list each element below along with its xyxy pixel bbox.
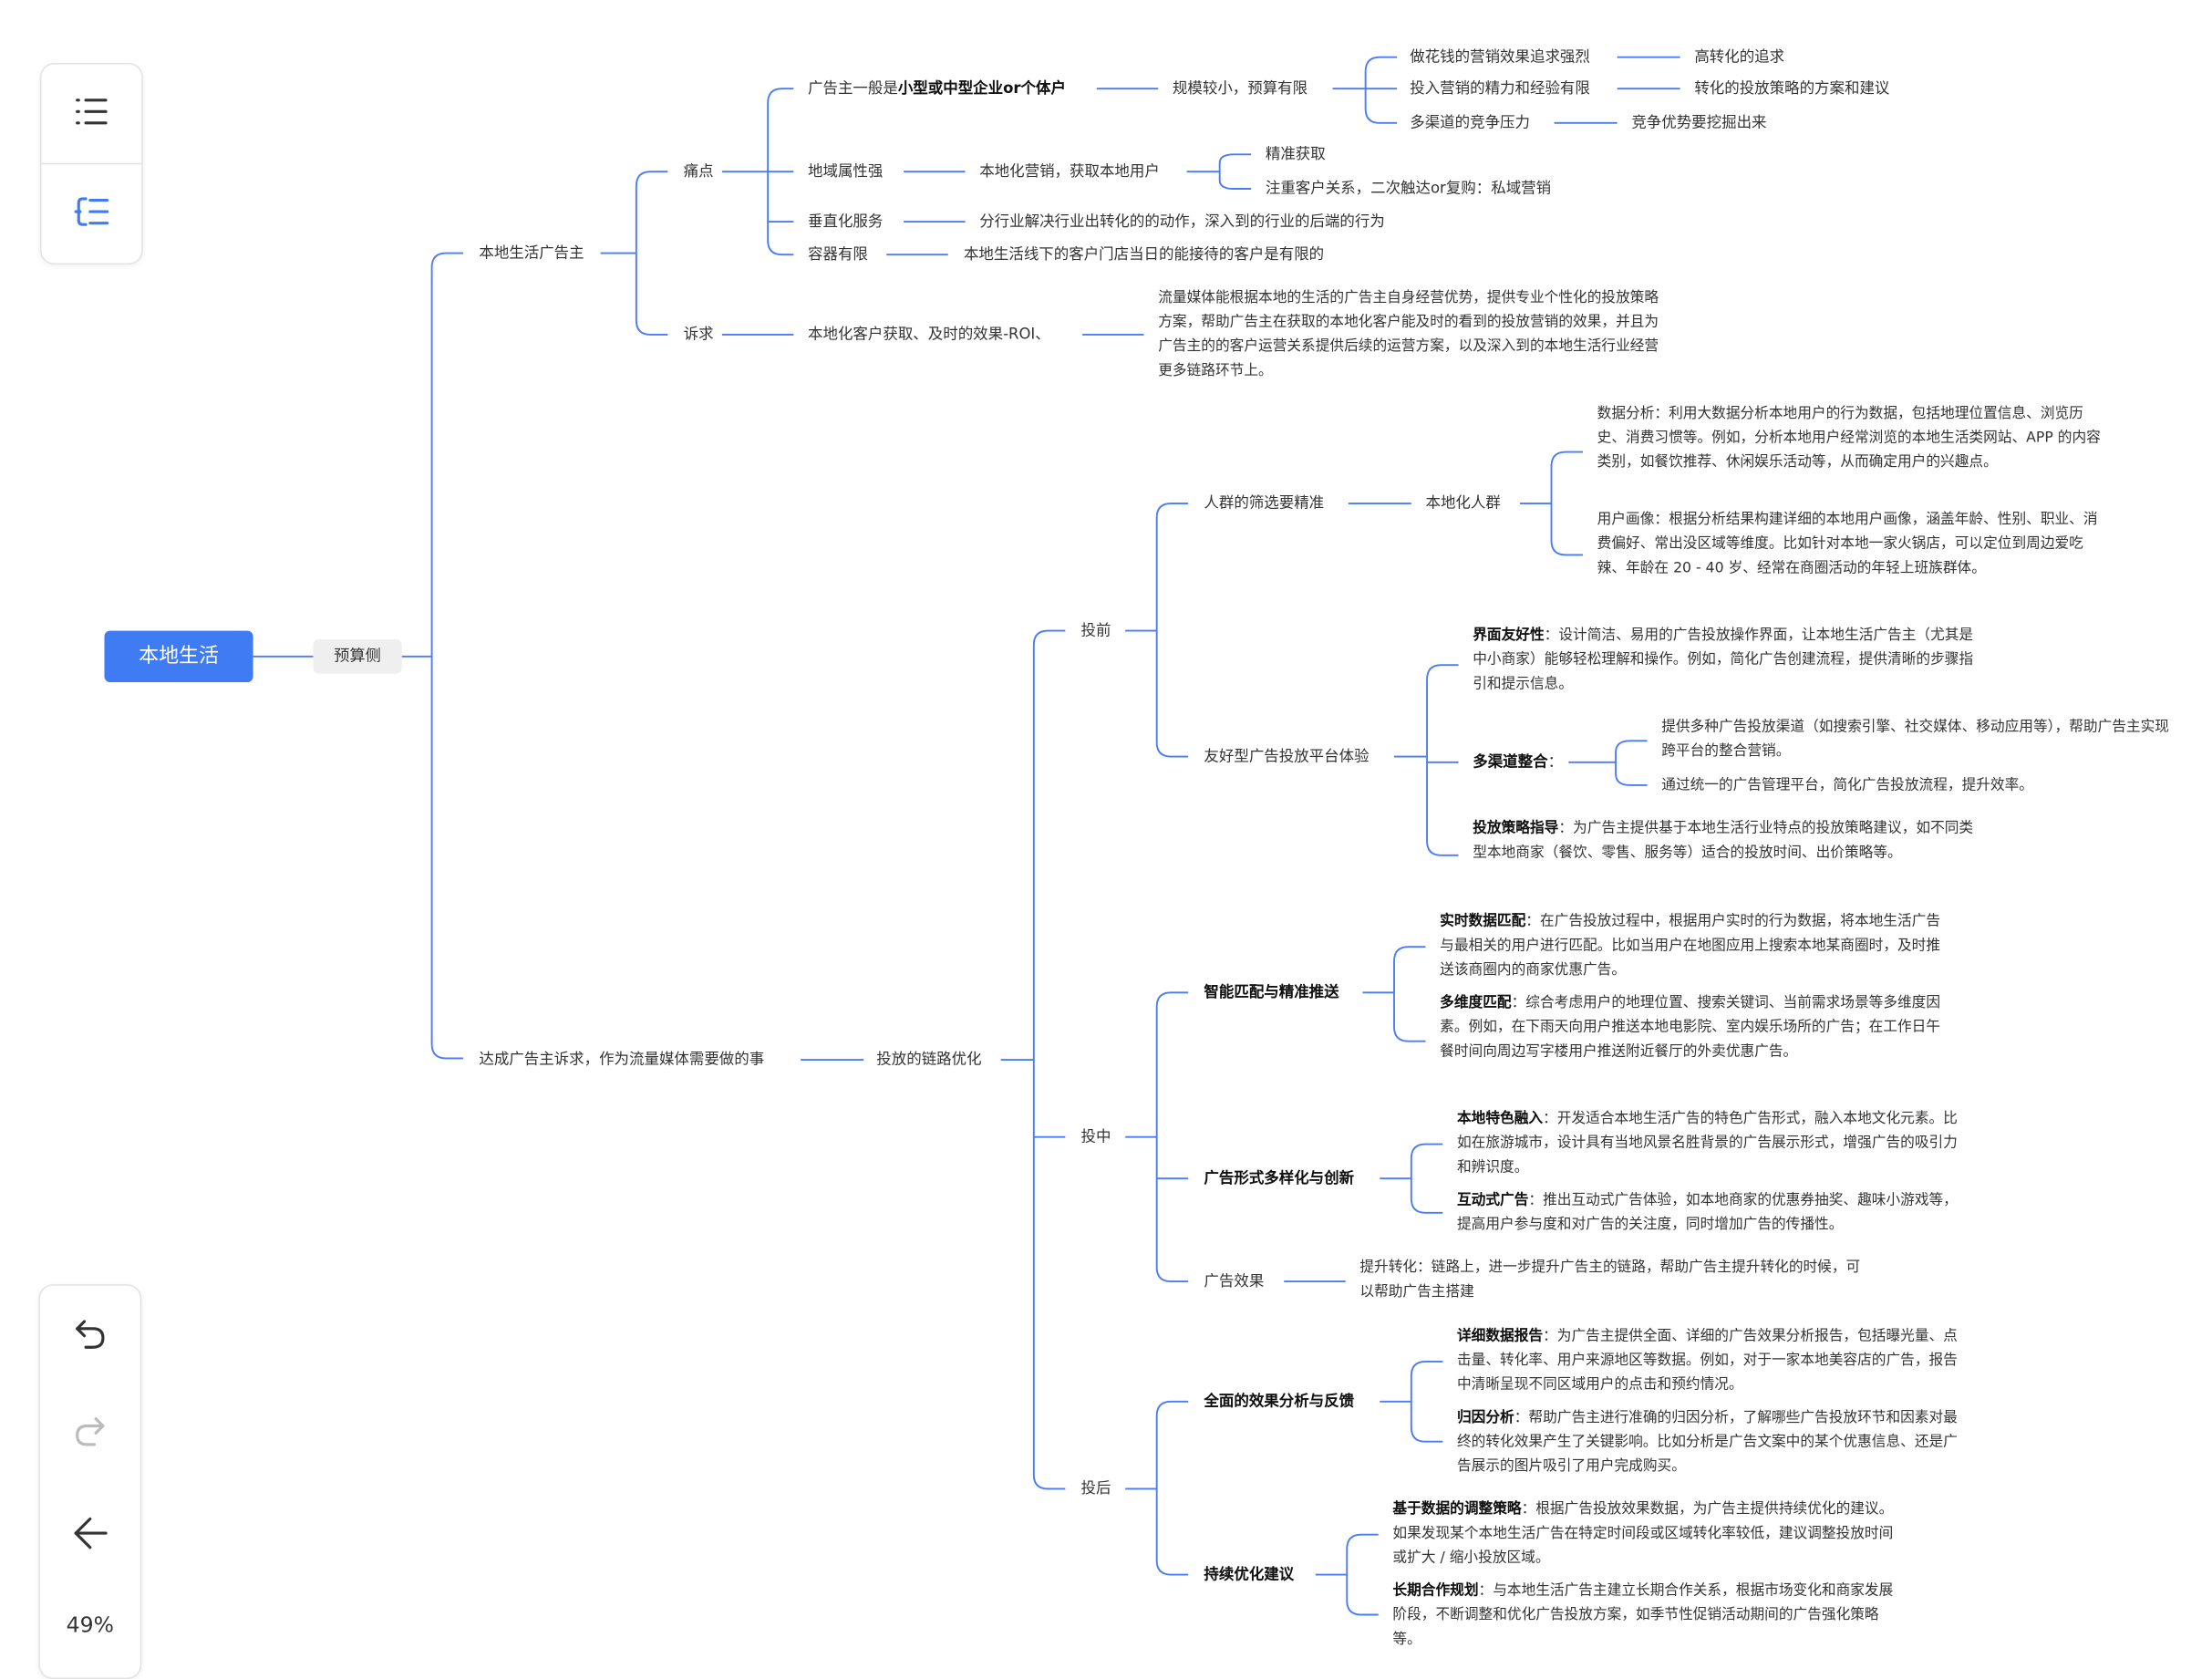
structure-button[interactable] bbox=[41, 164, 141, 263]
optimization-title: 持续优化建议 bbox=[1204, 1566, 1295, 1583]
local-feature-node[interactable]: 本地特色融入：开发适合本地生活广告的特色广告形式，融入本地文化元素。比如在旅游城… bbox=[1456, 1106, 1965, 1180]
user-portrait-node[interactable]: 用户画像：根据分析结果构建详细的本地用户画像，涵盖年龄、性别、职业、消费偏好、常… bbox=[1597, 507, 2105, 581]
redo-icon bbox=[71, 1413, 109, 1456]
vertical-service-detail[interactable]: 分行业解决行业出转化的的动作，深入到的行业的后端的行为 bbox=[979, 212, 1385, 233]
strategy-advice-node[interactable]: 转化的投放策略的方案和建议 bbox=[1694, 78, 1890, 99]
realtime-match-bold: 实时数据匹配 bbox=[1440, 914, 1526, 930]
realtime-match-node[interactable]: 实时数据匹配：在广告投放过程中，根据用户实时的行为数据，将本地生活广告与最相关的… bbox=[1440, 909, 1948, 983]
ui-friendly-text: ：设计简洁、易用的广告投放操作界面，让本地生活广告主（尤其是中小商家）能够轻松理… bbox=[1473, 627, 1974, 693]
effect-analysis-node[interactable]: 全面的效果分析与反馈 bbox=[1204, 1391, 1355, 1412]
undo-button[interactable] bbox=[40, 1309, 140, 1366]
attribution-bold: 归因分析 bbox=[1456, 1410, 1514, 1426]
zoom-level[interactable]: 49% bbox=[66, 1612, 114, 1638]
customer-relation-node[interactable]: 注重客户关系，二次触达or复购：私域营销 bbox=[1265, 179, 1552, 199]
ui-friendly-bold: 界面友好性 bbox=[1473, 627, 1545, 644]
realtime-match-text: ：在广告投放过程中，根据用户实时的行为数据，将本地生活广告与最相关的用户进行匹配… bbox=[1440, 914, 1941, 979]
multichannel-pressure-node[interactable]: 多渠道的竞争压力 bbox=[1410, 112, 1530, 133]
data-report-node[interactable]: 详细数据报告：为广告主提供全面、详细的广告效果分析报告，包括曝光量、点击量、转化… bbox=[1456, 1324, 1965, 1398]
root-node[interactable]: 本地生活 bbox=[104, 630, 253, 683]
data-report-bold: 详细数据报告 bbox=[1456, 1328, 1544, 1345]
list-icon bbox=[73, 94, 110, 134]
multichannel-node[interactable]: 多渠道整合： bbox=[1473, 751, 1564, 772]
data-report-text: ：为广告主提供全面、详细的广告效果分析报告，包括曝光量、点击量、转化率、用户来源… bbox=[1456, 1328, 1958, 1394]
attribution-text: ：帮助广告主进行准确的归因分析，了解哪些广告投放环节和因素对最终的转化效果产生了… bbox=[1456, 1410, 1958, 1475]
long-term-bold: 长期合作规划 bbox=[1392, 1582, 1479, 1600]
demand-item-node[interactable]: 本地化客户获取、及时的效果-ROI、 bbox=[808, 324, 1050, 345]
strategy-guide-bold: 投放策略指导 bbox=[1473, 821, 1559, 837]
effect-analysis-title: 全面的效果分析与反馈 bbox=[1204, 1393, 1355, 1411]
local-feature-text: ：开发适合本地生活广告的特色广告形式，融入本地文化元素。比如在旅游城市，设计具有… bbox=[1456, 1111, 1958, 1176]
in-flight-node[interactable]: 投中 bbox=[1080, 1126, 1111, 1147]
crowd-targeting-node[interactable]: 人群的筛选要精准 bbox=[1204, 493, 1325, 513]
multichannel-colon: ： bbox=[1547, 753, 1564, 772]
ad-effect-detail[interactable]: 提升转化：链路上，进一步提升广告主的链路，帮助广告主提升转化的时候，可以帮助广告… bbox=[1359, 1255, 1868, 1305]
marketing-effect-node[interactable]: 做花钱的营销效果追求强烈 bbox=[1410, 47, 1590, 67]
attribution-node[interactable]: 归因分析：帮助广告主进行准确的归因分析，了解哪些广告投放环节和因素对最终的转化效… bbox=[1456, 1405, 1965, 1479]
precise-acquisition-node[interactable]: 精准获取 bbox=[1265, 144, 1326, 165]
strategy-guide-node[interactable]: 投放策略指导：为广告主提供基于本地生活行业特点的投放策略建议，如不同类型本地商家… bbox=[1473, 816, 1980, 865]
multichannel-item-1[interactable]: 提供多种广告投放渠道（如搜索引擎、社交媒体、移动应用等），帮助广告主实现跨平台的… bbox=[1661, 715, 2169, 764]
chain-optimization-node[interactable]: 投放的链路优化 bbox=[876, 1050, 982, 1071]
multi-dimension-match-node[interactable]: 多维度匹配：综合考虑用户的地理位置、搜索关键词、当前需求场景等多维度因素。例如，… bbox=[1440, 990, 1948, 1064]
advertiser-node[interactable]: 本地生活广告主 bbox=[479, 243, 584, 264]
pain-point-node[interactable]: 痛点 bbox=[683, 161, 714, 182]
interactive-ad-bold: 互动式广告 bbox=[1456, 1192, 1529, 1209]
view-toolbar bbox=[39, 63, 143, 265]
pre-launch-node[interactable]: 投前 bbox=[1080, 620, 1111, 641]
data-adjust-bold: 基于数据的调整策略 bbox=[1392, 1501, 1522, 1518]
multi-dimension-text: ：综合考虑用户的地理位置、搜索关键词、当前需求场景等多维度因素。例如，在下雨天向… bbox=[1440, 995, 1941, 1061]
data-adjust-text: ：根据广告投放效果数据，为广告主提供持续优化的建议。如果发现某个本地生活广告在特… bbox=[1392, 1501, 1894, 1567]
data-adjust-node[interactable]: 基于数据的调整策略：根据广告投放效果数据，为广告主提供持续优化的建议。如果发现某… bbox=[1392, 1497, 1901, 1570]
ad-form-title: 广告形式多样化与创新 bbox=[1204, 1169, 1355, 1187]
smart-match-node[interactable]: 智能匹配与精准推送 bbox=[1204, 982, 1339, 1003]
ui-friendly-node[interactable]: 界面友好性：设计简洁、易用的广告投放操作界面，让本地生活广告主（尤其是中小商家）… bbox=[1473, 623, 1980, 697]
budget-side-node[interactable]: 预算侧 bbox=[313, 638, 402, 674]
local-feature-bold: 本地特色融入 bbox=[1456, 1111, 1544, 1127]
high-conversion-node[interactable]: 高转化的追求 bbox=[1694, 47, 1785, 67]
limited-capacity-node[interactable]: 容器有限 bbox=[808, 244, 868, 265]
vertical-service-node[interactable]: 垂直化服务 bbox=[808, 212, 884, 233]
local-crowd-node[interactable]: 本地化人群 bbox=[1425, 493, 1501, 513]
regional-attribute-node[interactable]: 地域属性强 bbox=[808, 161, 884, 182]
pain-item-bold: 小型或中型企业or个体户 bbox=[897, 79, 1066, 98]
ad-form-node[interactable]: 广告形式多样化与创新 bbox=[1204, 1168, 1355, 1189]
collapse-button[interactable] bbox=[40, 1508, 140, 1565]
outline-button[interactable] bbox=[41, 65, 142, 165]
competitive-advantage-node[interactable]: 竞争优势要挖掘出来 bbox=[1631, 112, 1767, 133]
interactive-ad-node[interactable]: 互动式广告：推出互动式广告体验，如本地商家的优惠券抽奖、趣味小游戏等，提高用户参… bbox=[1456, 1188, 1965, 1238]
limited-capacity-detail[interactable]: 本地生活线下的客户门店当日的能接待的客户是有限的 bbox=[963, 244, 1325, 265]
post-launch-node[interactable]: 投后 bbox=[1080, 1478, 1111, 1499]
edit-toolbar: 49% bbox=[38, 1284, 142, 1679]
long-term-node[interactable]: 长期合作规划：与本地生活广告主建立长期合作关系，根据市场变化和商家发展阶段，不断… bbox=[1392, 1579, 1901, 1653]
multi-dimension-bold: 多维度匹配 bbox=[1440, 995, 1512, 1011]
interactive-ad-text: ：推出互动式广告体验，如本地商家的优惠券抽奖、趣味小游戏等，提高用户参与度和对广… bbox=[1456, 1192, 1958, 1233]
demand-detail-node[interactable]: 流量媒体能根据本地的生活的广告主自身经营优势，提供专业个性化的投放策略方案，帮助… bbox=[1158, 285, 1662, 384]
strategy-guide-text: ：为广告主提供基于本地生活行业特点的投放策略建议，如不同类型本地商家（餐饮、零售… bbox=[1473, 821, 1974, 862]
collapse-arrow-icon bbox=[71, 1515, 109, 1558]
ad-effect-node[interactable]: 广告效果 bbox=[1204, 1271, 1265, 1292]
media-task-node[interactable]: 达成广告主诉求，作为流量媒体需要做的事 bbox=[479, 1050, 765, 1071]
small-budget-node[interactable]: 规模较小，预算有限 bbox=[1172, 78, 1308, 99]
optimization-node[interactable]: 持续优化建议 bbox=[1204, 1564, 1295, 1585]
pain-item-prefix: 广告主一般是 bbox=[808, 79, 898, 98]
multichannel-item-2[interactable]: 通过统一的广告管理平台，简化广告投放流程，提升效率。 bbox=[1661, 773, 2169, 799]
long-term-text: ：与本地生活广告主建立长期合作关系，根据市场变化和商家发展阶段，不断调整和优化广… bbox=[1392, 1582, 1894, 1648]
multichannel-bold: 多渠道整合 bbox=[1473, 753, 1548, 772]
friendly-platform-node[interactable]: 友好型广告投放平台体验 bbox=[1204, 746, 1370, 767]
smart-match-title: 智能匹配与精准推送 bbox=[1204, 983, 1339, 1001]
mindmap-structure-icon bbox=[73, 193, 110, 233]
limited-experience-node[interactable]: 投入营销的精力和经验有限 bbox=[1410, 78, 1590, 99]
pain-item-small-business[interactable]: 广告主一般是小型或中型企业or个体户 bbox=[808, 78, 1066, 99]
redo-button[interactable] bbox=[40, 1406, 140, 1464]
demand-node[interactable]: 诉求 bbox=[683, 324, 714, 345]
local-marketing-node[interactable]: 本地化营销，获取本地用户 bbox=[979, 161, 1160, 182]
data-analysis-node[interactable]: 数据分析：利用大数据分析本地用户的行为数据，包括地理位置信息、浏览历史、消费习惯… bbox=[1597, 401, 2105, 475]
undo-icon bbox=[71, 1316, 109, 1359]
